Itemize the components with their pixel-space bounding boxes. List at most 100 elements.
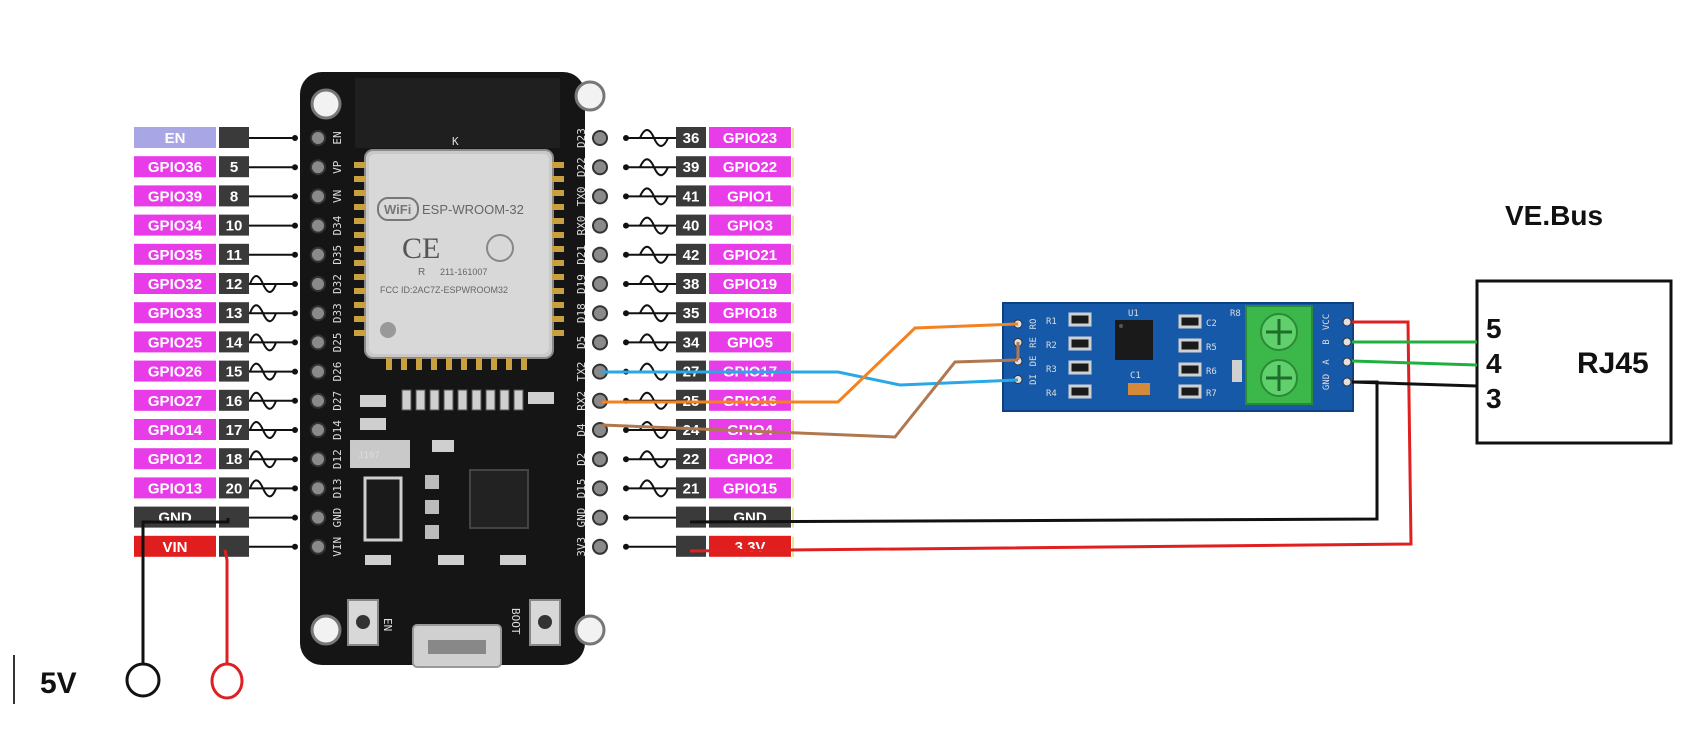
boot-button-cap [538,615,552,629]
right-pin-number: 24 [683,422,700,439]
left-pin-dot [292,427,298,433]
right-gpio-label: GND [733,510,767,527]
pwm-wave-icon [639,479,669,498]
left-header-pin [310,130,326,146]
right-silk-label: GND [575,508,588,528]
right-gpio-label-box [709,127,791,148]
pwm-wave-icon [639,421,669,439]
right-silk-label: D5 [575,336,588,349]
left-gpio-label: GPIO25 [148,334,202,351]
pwm-wave-icon [249,275,277,293]
right-pin-number-box [676,506,706,528]
left-pin-number: 11 [226,247,242,264]
right-gpio-label-box [709,389,791,411]
resistor-label: R6 [1206,367,1217,377]
right-pin-number: 40 [683,218,700,235]
power-5v-terminal-icon[interactable] [210,662,244,700]
pwm-wave-icon [639,158,669,177]
right-gpio-label: GPIO15 [723,480,777,497]
left-gpio-label-box [134,331,216,353]
resistor [1178,362,1202,377]
left-pin-dot [292,164,298,171]
left-pin-number: 20 [226,480,243,497]
pwm-wave-icon [639,129,669,147]
right-silk-label: D22 [575,157,588,177]
rj45-pin-4: 4 [1486,348,1502,379]
right-pin-number: 42 [683,247,700,264]
left-gpio-label-box [134,243,216,265]
left-pin-number-box [219,477,249,499]
right-silk-label: D15 [575,478,588,498]
resistor-label: R1 [1046,317,1057,327]
right-gpio-label-box [709,477,791,499]
resistor [1068,360,1092,375]
right-gpio-label-box [709,185,791,207]
right-header-pin [592,334,608,351]
r8-label: R8 [1230,309,1241,319]
wifi-logo-icon [377,197,419,221]
fcc-id: FCC ID:2AC7Z-ESPWROOM32 [380,285,508,295]
pwm-wave-icon [639,275,669,293]
left-silk-label: EN [331,131,344,144]
right-pin-number-box [676,535,706,557]
left-silk-label: D26 [331,362,344,382]
left-gpio-label: GPIO27 [148,393,202,410]
left-pin-number-box [219,506,249,528]
right-silk-label: 3V3 [575,537,588,557]
wire-rx2-ro [602,322,1019,404]
right-gpio-label-box [709,331,791,353]
module-mark-k: K [452,135,459,148]
pwm-wave-icon [249,333,277,352]
pwm-wave-icon [249,421,277,439]
right-silk-label: D18 [575,303,588,323]
left-header-pin [310,480,326,497]
left-gpio-label-box [134,477,216,499]
left-gpio-label: VIN [162,539,187,556]
left-pin-dot [292,397,298,404]
rj45-pin-5: 5 [1486,313,1502,344]
right-header-pin [592,159,608,176]
antenna-area [355,78,560,148]
rs485-right-pin [1342,357,1352,367]
left-pin-number: 8 [230,188,238,205]
esp32-left-header: ENVPVND34D35D32D33D25D26D27D14D12D13GNDV… [310,130,344,557]
left-gpio-label: GPIO34 [148,218,203,235]
resistor [1068,312,1092,327]
resistor-label: R5 [1206,343,1217,353]
left-silk-label: VP [331,160,344,174]
right-gpio-label: GPIO21 [723,247,777,264]
left-silk-label: D27 [331,391,344,411]
left-gpio-label-box [134,214,216,236]
resistor [1068,336,1092,351]
transistor [425,475,439,489]
right-pin-number-box [676,185,706,207]
left-pin-number-box [219,302,249,324]
left-pin-dot [292,514,298,521]
rs485-right-pin [1342,317,1352,327]
right-pin-number-box [676,477,706,499]
resistor [1178,314,1202,329]
right-header-pin [592,480,608,497]
wires [141,320,1478,664]
wire-d4-de-re [601,358,1019,439]
left-pin-dot [292,485,298,492]
left-gpio-label-box [134,419,216,440]
mounting-hole-icon [574,80,606,112]
ce-mark: CE [402,232,440,265]
rs485-right-pin-label: B [1322,339,1332,344]
pwm-wave-icon [639,245,669,264]
left-gpio-label-box [134,127,216,148]
esp32-right-header: D23D22TX0RX0D21D19D18D5TX2RX2D4D2D15GND3… [575,128,608,557]
right-pin-number: 22 [683,451,700,468]
right-gpio-label: GPIO5 [727,334,773,351]
rs485-left-pin-label: RE [1029,337,1039,348]
left-pin-dot [292,193,298,200]
left-silk-label: VIN [331,537,344,557]
left-silk-label: D34 [331,215,344,235]
power-gnd-terminal-icon[interactable] [125,662,161,698]
left-header-pin [310,509,326,526]
wire-gnd-pin3 [1351,380,1478,388]
right-pin-number: 34 [683,334,700,351]
resistor-label: R2 [1046,341,1057,351]
